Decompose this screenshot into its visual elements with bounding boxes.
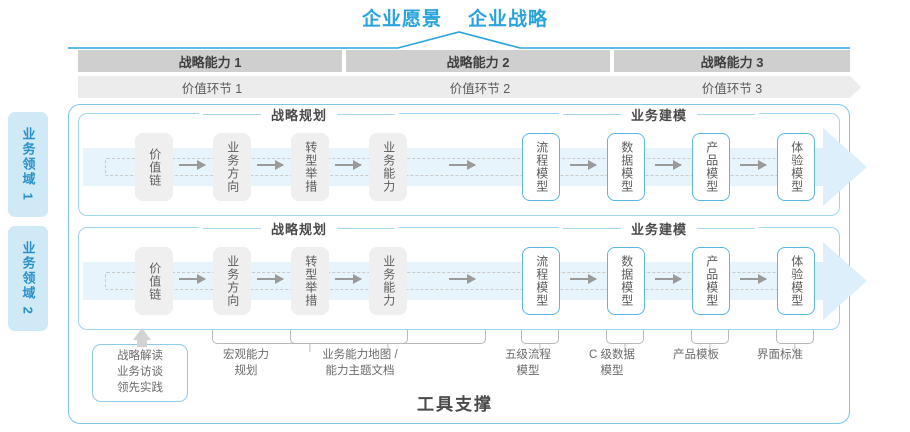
arrow-r2-2: [257, 274, 284, 284]
section-title-right-2-label: 业务建模: [631, 222, 688, 237]
section-title-left-1-label: 战略规划: [271, 108, 328, 123]
section-rule-left-b: [337, 113, 396, 116]
capability-cell-3[interactable]: 战略能力 3: [614, 50, 850, 72]
node-r2-transformation[interactable]: 转型举措: [291, 247, 329, 315]
value-cell-3[interactable]: 价值环节 3: [614, 76, 861, 98]
bottom-label-product-template: 产品模板: [673, 349, 719, 361]
bottom-label-c-level-data: C 级数据模型: [589, 349, 635, 377]
node-r1-value-chain[interactable]: 价值链: [135, 133, 173, 201]
capability-bars: 战略能力 1 战略能力 2 战略能力 3 价值环节 1 价值环节 2 价值环节 …: [78, 50, 861, 98]
flow-arrow-head-1: [823, 128, 867, 206]
node-r1-process-model[interactable]: 流程模型: [522, 133, 560, 201]
bracket-stem-1: [309, 343, 311, 352]
section-rule-right-b: [697, 113, 756, 116]
bracket-stem-5: [709, 343, 711, 352]
bottom-label-ui-standard: 界面标准: [757, 349, 803, 361]
domain-label-2[interactable]: 业务领域 2: [8, 226, 48, 331]
bracket-group: [78, 330, 840, 352]
value-cell-2-label: 价值环节 2: [449, 81, 511, 96]
node-r2-business-capability[interactable]: 业务能力: [369, 247, 407, 315]
section-title-right-1: 业务建模: [559, 105, 760, 124]
section-rule-left-d: [337, 227, 396, 230]
section-title-left-2-label: 战略规划: [271, 222, 328, 237]
title-vision: 企业愿景: [361, 9, 442, 30]
arrow-r1-4: [449, 160, 476, 170]
value-cell-1[interactable]: 价值环节 1: [78, 76, 357, 98]
arrow-r2-4: [449, 274, 476, 284]
node-r1-transformation[interactable]: 转型举措: [291, 133, 329, 201]
bottom-label-capability-map: 业务能力地图 /能力主题文档: [322, 349, 398, 377]
value-cell-2[interactable]: 价值环节 2: [346, 76, 625, 98]
node-r2-product-model[interactable]: 产品模型: [692, 247, 730, 315]
bracket-data-model: [606, 330, 644, 352]
node-r1-experience-model[interactable]: 体验模型: [777, 133, 815, 201]
domain-row-2: 战略规划 业务建模 价值链 业务方向 转型举措 业务能力 流程模型 数据模型 产…: [78, 219, 867, 330]
bracket-capability-map: [290, 330, 486, 352]
up-arrow-stem: [137, 339, 147, 347]
node-r2-process-model[interactable]: 流程模型: [522, 247, 560, 315]
capability-cell-2[interactable]: 战略能力 2: [346, 50, 610, 72]
bracket-stem-3: [539, 343, 541, 352]
section-rule-right-a: [563, 113, 621, 116]
arrow-r1-2: [257, 160, 284, 170]
domain-label-1[interactable]: 业务领域 1: [8, 112, 48, 217]
title-strategy: 企业战略: [468, 9, 549, 30]
domain-row-1: 战略规划 业务建模 价值链 业务方向 转型举措 业务能力 流程模型 数据模型 产…: [78, 105, 867, 216]
node-r2-value-chain[interactable]: 价值链: [135, 247, 173, 315]
bracket-experience-model: [776, 330, 814, 352]
chevron-right-icon-1: [346, 76, 357, 98]
arrow-r1-1: [179, 160, 206, 170]
arrow-r1-5: [570, 160, 597, 170]
flow-arrow-head-2: [823, 242, 867, 320]
arrow-r2-5: [570, 274, 597, 284]
chevron-right-icon-2: [614, 76, 625, 98]
arrow-r2-7: [740, 274, 767, 284]
value-cell-1-label: 价值环节 1: [181, 81, 243, 96]
bracket-product-model: [691, 330, 729, 352]
strategic-capability-row: 战略能力 1 战略能力 2 战略能力 3: [78, 50, 850, 72]
node-r1-business-capability[interactable]: 业务能力: [369, 133, 407, 201]
arrow-r1-7: [740, 160, 767, 170]
arrow-r1-6: [655, 160, 682, 170]
footer-tool-support: 工具支撑: [417, 395, 493, 414]
title-peak-connector: [68, 31, 850, 49]
section-rule-left-a: [203, 113, 261, 116]
arrow-r2-6: [655, 274, 682, 284]
section-title-right-1-label: 业务建模: [631, 108, 688, 123]
bottom-label-strategy-interpretation[interactable]: 战略解读业务访谈领先实践: [92, 344, 188, 402]
node-r1-data-model[interactable]: 数据模型: [607, 133, 645, 201]
bottom-label-macro-capability: 宏观能力规划: [223, 349, 269, 377]
section-title-right-2: 业务建模: [559, 219, 760, 238]
arrow-r1-3: [335, 160, 362, 170]
bracket-stem-4: [624, 343, 626, 352]
node-r2-experience-model[interactable]: 体验模型: [777, 247, 815, 315]
node-r1-business-direction[interactable]: 业务方向: [213, 133, 251, 201]
node-r1-product-model[interactable]: 产品模型: [692, 133, 730, 201]
arrow-r2-1: [179, 274, 206, 284]
arrow-r2-3: [335, 274, 362, 284]
diagram-title: 企业愿景 企业战略: [0, 4, 910, 31]
up-arrow-icon: [133, 328, 151, 340]
node-r2-data-model[interactable]: 数据模型: [607, 247, 645, 315]
section-rule-right-d: [697, 227, 756, 230]
section-rule-right-c: [563, 227, 621, 230]
section-rule-left-c: [203, 227, 261, 230]
bracket-stem-6: [794, 343, 796, 352]
chevron-right-icon-3: [850, 76, 861, 98]
bracket-stem-2: [387, 343, 389, 352]
value-cell-3-label: 价值环节 3: [701, 81, 763, 96]
bracket-process-model: [521, 330, 559, 352]
node-r2-business-direction[interactable]: 业务方向: [213, 247, 251, 315]
capability-cell-1[interactable]: 战略能力 1: [78, 50, 342, 72]
value-chain-row: 价值环节 1 价值环节 2 价值环节 3: [78, 76, 861, 98]
section-title-left-1: 战略规划: [199, 105, 400, 124]
bottom-label-five-level-process: 五级流程模型: [505, 349, 551, 377]
section-title-left-2: 战略规划: [199, 219, 400, 238]
